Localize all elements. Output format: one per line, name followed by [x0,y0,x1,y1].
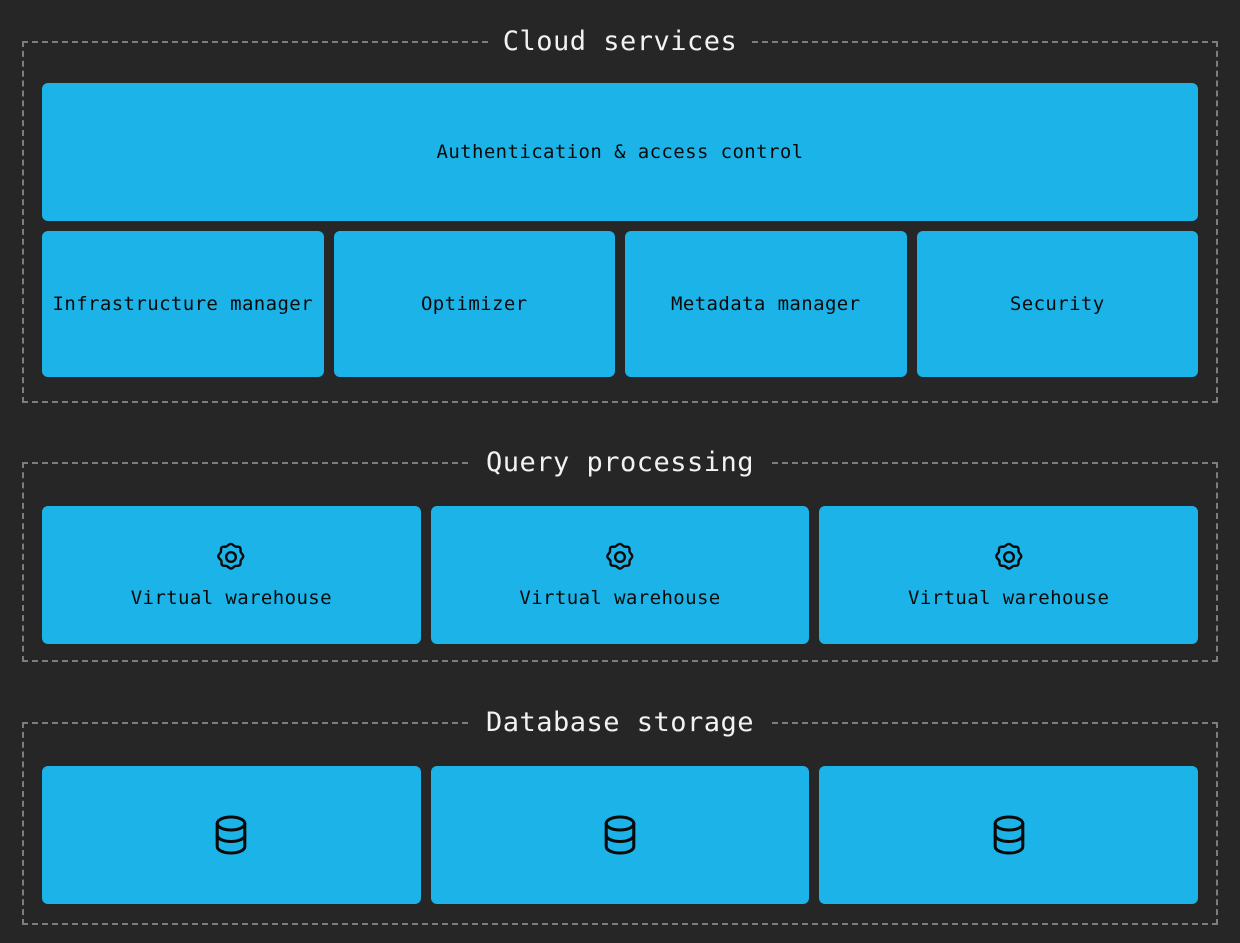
database-icon [986,812,1032,858]
box-label: Virtual warehouse [519,587,721,609]
section-body-database-storage [24,724,1216,922]
section-title-database-storage: Database storage [471,708,769,738]
gear-icon [603,541,637,575]
cloud-services-row-1: Authentication & access control [42,83,1198,221]
section-title-cloud-services: Cloud services [488,27,752,57]
box-virtual-warehouse-1[interactable]: Virtual warehouse [42,506,421,644]
section-title-query-processing: Query processing [471,448,769,478]
box-virtual-warehouse-2[interactable]: Virtual warehouse [430,506,810,644]
gear-icon [992,541,1026,575]
box-optimizer[interactable]: Optimizer [333,231,615,377]
section-query-processing: Query processing Virtual warehouse [22,448,1218,662]
section-body-cloud-services: Authentication & access control Infrastr… [24,43,1216,395]
cloud-services-row-2: Infrastructure manager Optimizer Metadat… [42,231,1198,377]
gear-icon [214,541,248,575]
section-database-storage: Database storage [22,708,1218,925]
database-icon [597,812,643,858]
database-storage-row-1 [42,766,1199,904]
box-metadata-manager[interactable]: Metadata manager [625,231,907,377]
box-label: Authentication & access control [436,141,804,163]
box-label: Security [1009,293,1105,315]
box-infrastructure-manager[interactable]: Infrastructure manager [42,231,324,377]
section-body-query-processing: Virtual warehouse Virtual warehouse [24,464,1216,662]
box-authentication-access-control[interactable]: Authentication & access control [42,83,1198,221]
box-database-3[interactable] [819,766,1199,904]
section-cloud-services: Cloud services Authentication & access c… [22,27,1218,403]
box-virtual-warehouse-3[interactable]: Virtual warehouse [819,506,1199,644]
box-database-2[interactable] [430,766,810,904]
box-database-1[interactable] [42,766,421,904]
box-label: Metadata manager [671,293,861,315]
box-security[interactable]: Security [916,231,1198,377]
box-label: Virtual warehouse [908,587,1110,609]
box-label: Optimizer [420,293,528,315]
database-icon [208,812,254,858]
query-processing-row-1: Virtual warehouse Virtual warehouse [42,506,1199,644]
box-label: Infrastructure manager [52,293,313,315]
box-label: Virtual warehouse [130,587,332,609]
